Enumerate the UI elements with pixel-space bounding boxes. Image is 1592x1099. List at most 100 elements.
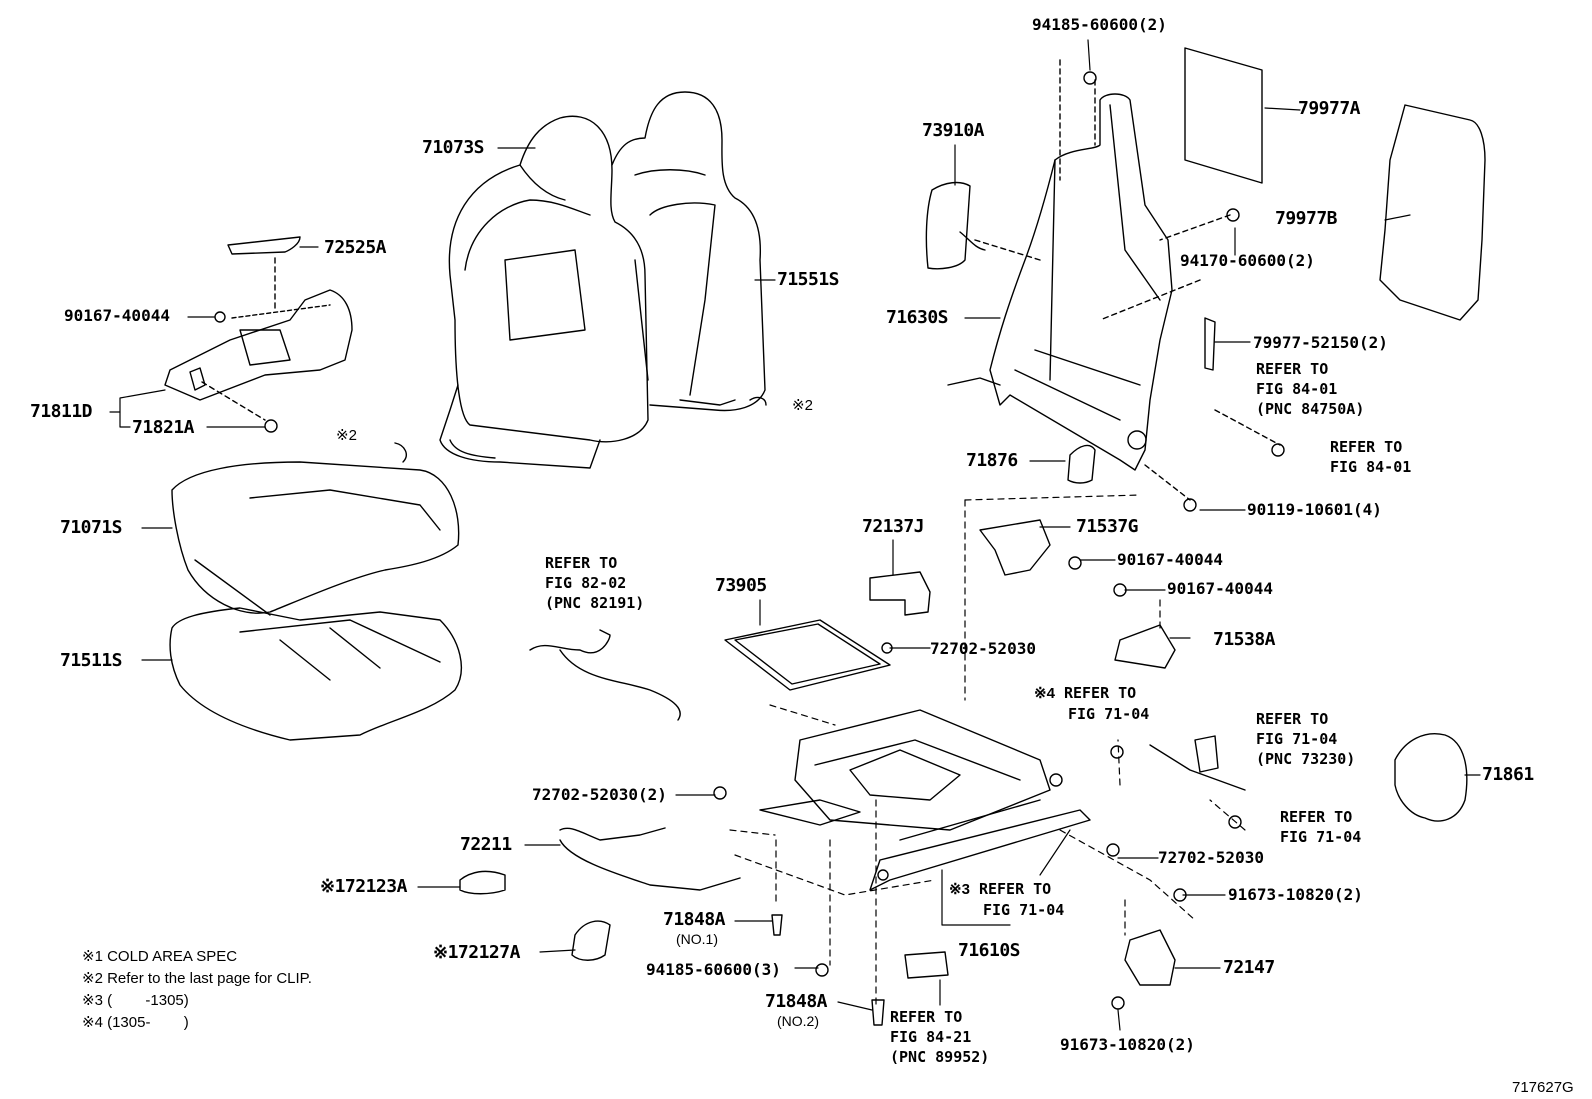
refer-fig-71-04-b: REFER TO FIG 71-04 <box>1280 807 1361 847</box>
label-no1: (NO.1) <box>676 931 718 947</box>
leader-dashes <box>729 494 1246 1006</box>
lumbar-wire <box>959 231 986 251</box>
label-71511S: 71511S <box>60 650 123 671</box>
label-71821A: 71821A <box>132 417 195 438</box>
bracket-71538A-drawing <box>1114 624 1176 669</box>
buckle-drawing <box>1149 735 1246 791</box>
mark-3: ※3 <box>949 881 970 898</box>
clip-72137J-drawing <box>869 571 931 616</box>
label-71551S: 71551S <box>777 269 840 290</box>
fasteners <box>713 71 1285 1026</box>
mark-4: ※4 <box>1034 685 1055 702</box>
nut-71-04-b <box>1228 815 1242 829</box>
lumbar-pad-drawing <box>925 181 971 270</box>
nut-71-04 <box>1110 745 1124 759</box>
label-94185-60600-3: 94185-60600(3) <box>646 960 781 979</box>
mark-2-right: ※2 <box>792 397 813 414</box>
panel-79977B-drawing <box>1379 104 1486 321</box>
strip-79977-52150 <box>1204 317 1216 371</box>
label-71876: 71876 <box>966 450 1018 471</box>
mark-1-a: ※1 <box>320 876 345 897</box>
label-71630S: 71630S <box>886 307 949 328</box>
label-72123A: ※172123A <box>320 878 407 896</box>
label-no2: (NO.2) <box>777 1013 819 1029</box>
label-71848A-1: 71848A <box>663 909 726 930</box>
label-72702-52030-a: 72702-52030 <box>930 639 1036 658</box>
refer-fig-84-01-pnc: REFER TO FIG 84-01 (PNC 84750A) <box>1256 359 1364 419</box>
legend-note-1: ※1 COLD AREA SPEC <box>82 948 238 965</box>
label-leaders <box>109 39 1481 1031</box>
refer-fig-71-04-m3: ※3 REFER TO FIG 71-04 <box>949 879 1064 920</box>
refer-pnc: (PNC 82191) <box>545 594 645 612</box>
refer-fig-84-21: REFER TO FIG 84-21 (PNC 89952) <box>890 1007 989 1067</box>
refer-fig: FIG 84-21 <box>890 1028 972 1046</box>
label-72525A: 72525A <box>324 237 387 258</box>
refer-text: REFER TO <box>1063 684 1137 702</box>
refer-fig: FIG 82-02 <box>545 574 627 592</box>
legend-note-2: ※2 Refer to the last page for CLIP. <box>82 970 312 987</box>
label-90167-40044-b: 90167-40044 <box>1167 579 1273 598</box>
label-71811D: 71811D <box>30 401 93 422</box>
cover-72123A-drawing <box>459 870 506 895</box>
legend-note-4: ※4 (1305- ) <box>82 1014 189 1031</box>
mat-73905-drawing <box>724 619 891 691</box>
seat-frame-back-drawing <box>947 59 1281 501</box>
seat-cushion-drawing <box>169 461 462 741</box>
label-79977B: 79977B <box>1275 208 1338 229</box>
label-90167-40044-a: 90167-40044 <box>1117 550 1223 569</box>
refer-line: REFER TO <box>1256 360 1329 378</box>
hinge-cover-drawing <box>1067 444 1096 484</box>
bracket-71537G-drawing <box>979 519 1051 576</box>
rod-72211-drawing <box>559 827 741 891</box>
refer-fig: FIG 71-04 <box>1256 730 1338 748</box>
label-90119-10601: 90119-10601(4) <box>1247 500 1382 519</box>
label-72147: 72147 <box>1223 957 1275 978</box>
wire-harness-drawing <box>529 629 681 721</box>
refer-pnc: (PNC 84750A) <box>1256 400 1365 418</box>
mat-73905-inner <box>734 623 881 685</box>
cover-71861-drawing <box>1394 733 1468 822</box>
refer-line: REFER TO <box>1330 438 1403 456</box>
label-71538A: 71538A <box>1213 629 1276 650</box>
refer-text: REFER TO <box>978 880 1052 898</box>
refer-fig: FIG 71-04 <box>983 901 1065 919</box>
label-72702-52030-b: 72702-52030 <box>1158 848 1264 867</box>
cover-72127A-drawing <box>571 920 611 961</box>
mark-2-left: ※2 <box>336 428 357 443</box>
panel-79977A-drawing <box>1184 47 1263 184</box>
mark-2-left-sym: ※2 <box>336 427 357 444</box>
label-72137J: 72137J <box>862 516 925 537</box>
part-72127A: 72127A <box>457 942 521 963</box>
bracket-72147-drawing <box>1124 929 1176 986</box>
mark-1-b: ※1 <box>433 942 458 963</box>
refer-line: ※3 REFER TO <box>949 879 1064 900</box>
refer-pnc: (PNC 73230) <box>1256 750 1356 768</box>
refer-fig-71-04-pnc: REFER TO FIG 71-04 (PNC 73230) <box>1256 709 1355 769</box>
label-71610S: 71610S <box>958 940 1021 961</box>
label-91673-10820-a: 91673-10820(2) <box>1228 885 1363 904</box>
refer-line: REFER TO <box>1256 710 1329 728</box>
label-79977-52150: 79977-52150(2) <box>1253 333 1388 352</box>
label-72127A: ※172127A <box>433 944 520 962</box>
refer-fig: FIG 71-04 <box>1280 828 1362 846</box>
legend-notes: ※1 COLD AREA SPEC ※2 Refer to the last p… <box>82 946 312 1034</box>
figure-id: 717627G <box>1512 1079 1574 1096</box>
legend-note-3: ※3 ( -1305) <box>82 992 189 1009</box>
label-79977A: 79977A <box>1298 98 1361 119</box>
refer-fig: FIG 84-01 <box>1330 458 1412 476</box>
refer-line: REFER TO <box>1280 808 1353 826</box>
refer-fig: FIG 71-04 <box>1068 705 1150 723</box>
clip-mark-left <box>394 442 407 463</box>
refer-pnc: (PNC 89952) <box>890 1048 990 1066</box>
refer-line: REFER TO <box>545 554 618 572</box>
label-91673-10820-b: 91673-10820(2) <box>1060 1035 1195 1054</box>
seat-track-drawing <box>759 709 1091 891</box>
label-94185-60600-top: 94185-60600(2) <box>1032 15 1167 34</box>
connector-drawing <box>904 951 949 979</box>
refer-fig-82-02: REFER TO FIG 82-02 (PNC 82191) <box>545 553 644 613</box>
part-72123A: 72123A <box>344 876 408 897</box>
label-94170-60600: 94170-60600(2) <box>1180 251 1315 270</box>
label-71071S: 71071S <box>60 517 123 538</box>
